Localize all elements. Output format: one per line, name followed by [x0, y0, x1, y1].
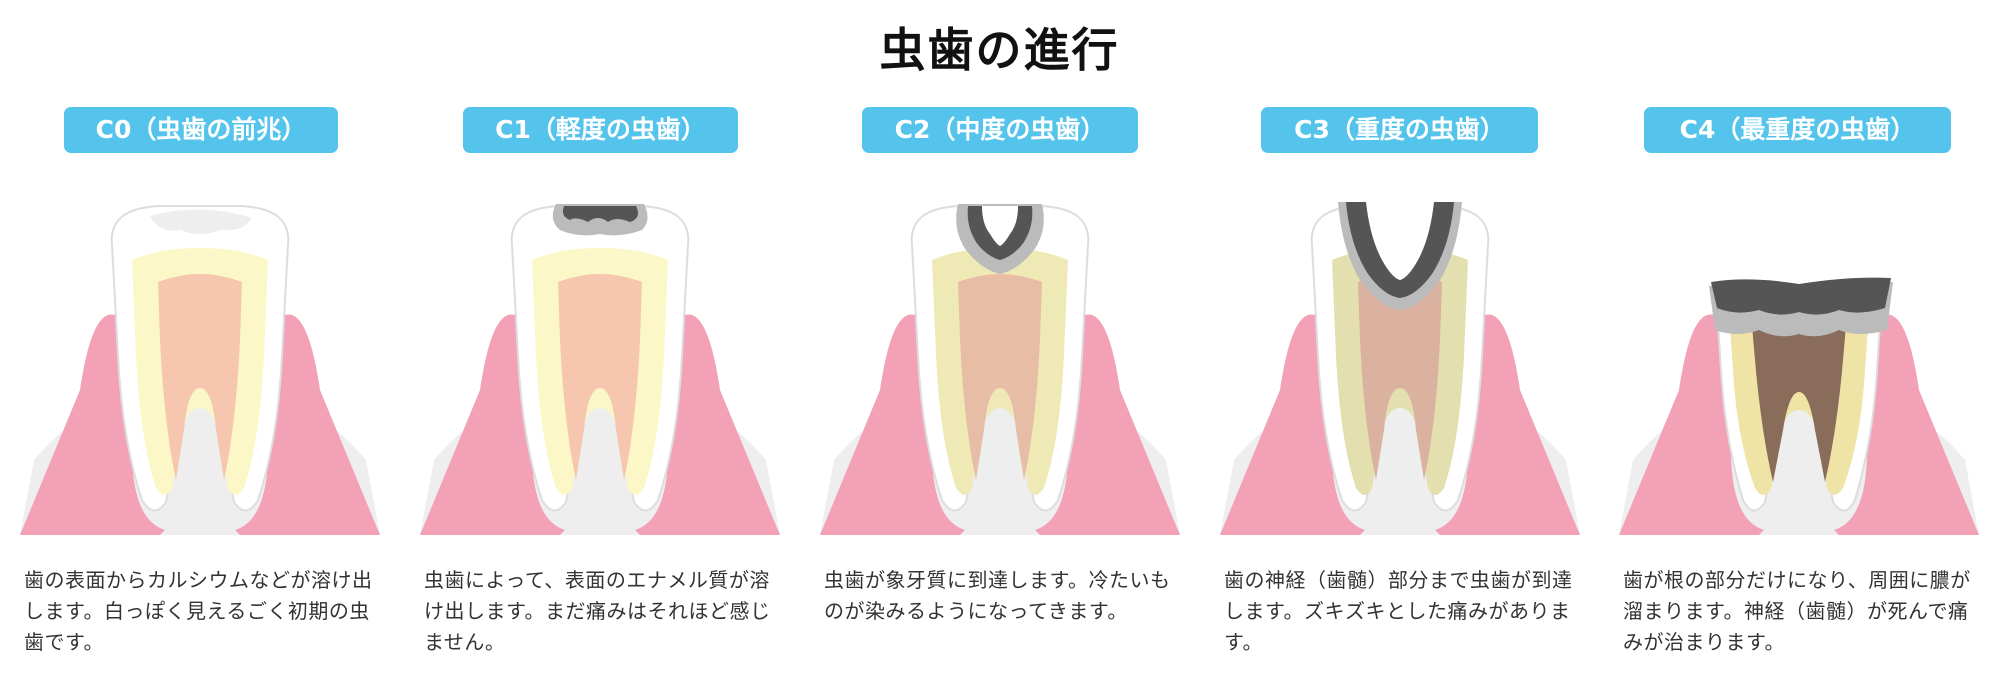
stage-label: C1（軽度の虫歯）: [463, 107, 738, 153]
stage-description: 虫歯によって、表面のエナメル質が溶け出します。まだ痛みはそれほど感じません。: [424, 568, 771, 654]
stage-description: 歯の表面からカルシウムなどが溶け出します。白っぽく見えるごく初期の虫歯です。: [24, 568, 373, 654]
tooth-c2-illustration: [820, 204, 1180, 535]
dead-pulp: [1751, 314, 1847, 482]
stage-c1: C1（軽度の虫歯） 虫歯によって、表面のエナメル質が溶け出します。まだ痛みはそれ…: [400, 0, 800, 681]
decay-cavity: [982, 206, 1018, 246]
tooth-c0-illustration: [20, 205, 380, 535]
pulp: [1358, 274, 1442, 480]
pulp: [158, 274, 242, 480]
decay: [1711, 277, 1891, 315]
stage-description: 歯が根の部分だけになり、周囲に膿が溜まります。神経（歯髄）が死んで痛みが治まりま…: [1623, 568, 1971, 654]
decay: [562, 206, 638, 222]
stage-c3: C3（重度の虫歯） 歯の神経（歯髄）部分まで虫歯が到達します。ズキズキとした痛み…: [1200, 0, 1600, 681]
page-title: 虫歯の進行: [879, 23, 1120, 77]
decay-cavity: [1366, 202, 1434, 280]
stage-label: C2（中度の虫歯）: [862, 107, 1138, 153]
stage-c4: C4（最重度の虫歯） 歯が根の部分だけになり、周囲に膿が溜まります。神経（歯髄）…: [1599, 0, 1999, 681]
stage-label: C0（虫歯の前兆）: [64, 107, 338, 153]
stage-c0: C0（虫歯の前兆） 歯の表面からカルシウムなどが溶け出します。白っぽく見えるごく…: [0, 0, 400, 681]
pulp: [558, 274, 642, 480]
stage-description: 虫歯が象牙質に到達します。冷たいものが染みるようになってきます。: [824, 568, 1171, 623]
pulp: [958, 274, 1042, 480]
white-spot-lesion: [150, 209, 252, 234]
tooth-c4-illustration: [1619, 277, 1979, 535]
stage-label: C4（最重度の虫歯）: [1644, 107, 1951, 153]
tooth-c1-illustration: [420, 204, 780, 535]
stage-c2: C2（中度の虫歯） 虫歯が象牙質に到達します。冷たいものが染みるようになってきま…: [800, 0, 1200, 681]
stage-label: C3（重度の虫歯）: [1261, 107, 1538, 153]
stage-description: 歯の神経（歯髄）部分まで虫歯が到達します。ズキズキとした痛みがあります。: [1224, 568, 1573, 654]
tooth-c3-illustration: [1220, 202, 1580, 535]
